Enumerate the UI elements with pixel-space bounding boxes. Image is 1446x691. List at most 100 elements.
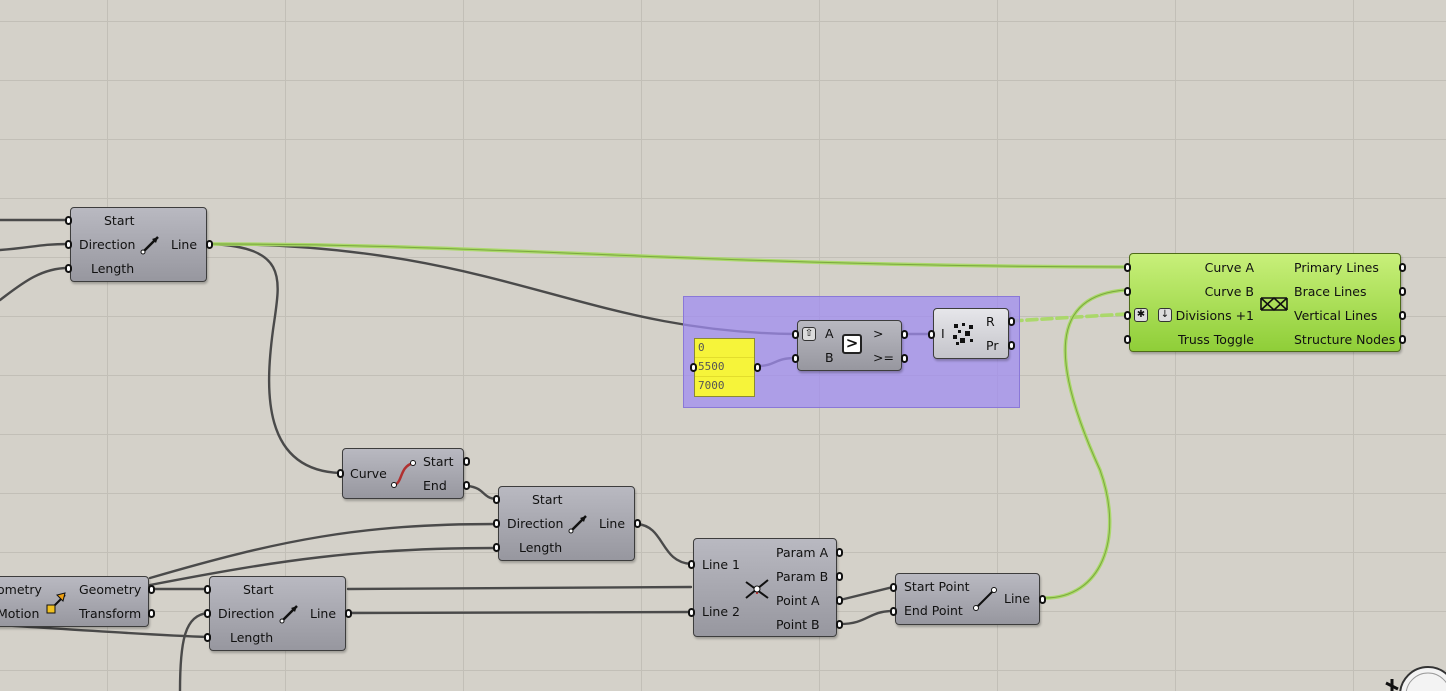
input-end-point: End Point xyxy=(904,603,963,618)
input-grip[interactable] xyxy=(493,519,500,528)
line-line-intersect-icon xyxy=(745,579,769,599)
input-start: Start xyxy=(243,582,274,597)
output-end: End xyxy=(423,478,447,493)
wire xyxy=(838,609,895,626)
line-sdl-component-2[interactable]: Start Direction Length Line xyxy=(498,486,635,561)
input-geometry: ometry xyxy=(0,582,42,597)
output-brace-lines: Brace Lines xyxy=(1294,284,1367,299)
input-line-1: Line 1 xyxy=(702,557,740,572)
wire-selected xyxy=(1043,288,1128,600)
output-point-b: Point B xyxy=(776,617,820,632)
input-grip[interactable] xyxy=(204,585,211,594)
output-pr: Pr xyxy=(986,338,999,353)
output-grip[interactable] xyxy=(206,240,213,249)
input-grip[interactable] xyxy=(337,469,344,478)
output-start: Start xyxy=(423,454,454,469)
curve-endpoints-component[interactable]: Curve Start End xyxy=(342,448,464,499)
output-grip[interactable] xyxy=(1008,317,1015,326)
transform-component[interactable]: ometry Motion Geometry Transform xyxy=(0,576,149,627)
input-grip[interactable] xyxy=(890,607,897,616)
wire xyxy=(346,610,693,615)
output-grip[interactable] xyxy=(1399,311,1406,320)
input-grip[interactable] xyxy=(690,363,697,372)
input-direction: Direction xyxy=(79,237,136,252)
input-line-2: Line 2 xyxy=(702,604,740,619)
output-grip[interactable] xyxy=(148,585,155,594)
flatten-icon[interactable]: ⇧ xyxy=(802,327,816,341)
output-grip[interactable] xyxy=(836,620,843,629)
output-geometry: Geometry xyxy=(79,582,142,597)
input-grip[interactable] xyxy=(1124,335,1131,344)
output-grip[interactable] xyxy=(345,609,352,618)
input-start: Start xyxy=(532,492,563,507)
input-grip[interactable] xyxy=(688,560,695,569)
larger-than-icon: > xyxy=(842,334,862,354)
simplify-icon[interactable]: ↓ xyxy=(1158,308,1172,322)
output-grip[interactable] xyxy=(1399,263,1406,272)
input-grip[interactable] xyxy=(688,608,695,617)
output-grip[interactable] xyxy=(148,609,155,618)
input-start: Start xyxy=(104,213,135,228)
input-grip[interactable] xyxy=(1124,287,1131,296)
input-grip[interactable] xyxy=(204,609,211,618)
output-line: Line xyxy=(599,516,626,531)
truss-component[interactable]: Curve A Curve B ✱ ↓ Divisions +1 Truss T… xyxy=(1129,253,1401,352)
wire xyxy=(0,266,70,302)
output-grip[interactable] xyxy=(836,596,843,605)
output-grip[interactable] xyxy=(1008,341,1015,350)
input-start-point: Start Point xyxy=(904,579,970,594)
output-grip[interactable] xyxy=(1039,595,1046,604)
input-grip[interactable] xyxy=(792,354,799,363)
input-grip[interactable] xyxy=(1124,311,1131,320)
random-reduce-component[interactable]: I R Pr xyxy=(933,308,1009,359)
input-grip[interactable] xyxy=(890,583,897,592)
input-grip[interactable] xyxy=(1124,263,1131,272)
input-curve-a: Curve A xyxy=(1204,260,1254,275)
input-grip[interactable] xyxy=(204,633,211,642)
input-grip[interactable] xyxy=(65,240,72,249)
input-grip[interactable] xyxy=(65,264,72,273)
input-length: Length xyxy=(230,630,274,645)
line-sdl-component-1[interactable]: Start Direction Length Line xyxy=(70,207,207,282)
output-grip[interactable] xyxy=(901,330,908,339)
input-grip[interactable] xyxy=(928,330,935,339)
yellow-panel[interactable]: 0 5500 7000 xyxy=(694,338,755,397)
random-icon xyxy=(953,323,973,345)
output-transform: Transform xyxy=(79,606,142,621)
line-sdl-icon xyxy=(140,236,159,255)
navigation-compass-icon[interactable] xyxy=(1384,661,1446,691)
input-grip[interactable] xyxy=(792,330,799,339)
input-grip[interactable] xyxy=(493,495,500,504)
output-point-a: Point A xyxy=(776,593,820,608)
output-grip[interactable] xyxy=(901,354,908,363)
output-grip[interactable] xyxy=(754,363,761,372)
wire xyxy=(0,242,70,252)
line-sdl-component-3[interactable]: Start Direction Length Line xyxy=(209,576,346,651)
line-two-point-component[interactable]: Start Point End Point Line xyxy=(895,573,1040,625)
output-grip[interactable] xyxy=(463,481,470,490)
output-grip[interactable] xyxy=(634,519,641,528)
input-direction: Direction xyxy=(218,606,275,621)
output-grip[interactable] xyxy=(463,457,470,466)
output-grip[interactable] xyxy=(836,572,843,581)
input-grip[interactable] xyxy=(65,216,72,225)
input-length: Length xyxy=(91,261,135,276)
input-grip[interactable] xyxy=(493,543,500,552)
graft-icon[interactable]: ✱ xyxy=(1134,308,1148,322)
wire xyxy=(178,611,210,691)
output-grip[interactable] xyxy=(1399,287,1406,296)
input-b: B xyxy=(825,350,834,365)
output-line: Line xyxy=(310,606,337,621)
output-line: Line xyxy=(1004,591,1031,606)
output-line: Line xyxy=(171,237,198,252)
panel-value: 0 xyxy=(695,339,754,358)
larger-than-component[interactable]: ⇧ A B > > >= xyxy=(797,320,902,371)
wire xyxy=(466,484,498,501)
output-grip[interactable] xyxy=(1399,335,1406,344)
line-line-intersection-component[interactable]: Line 1 Line 2 Param A Param B Point A Po… xyxy=(693,538,837,637)
output-structure-nodes: Structure Nodes xyxy=(1294,332,1396,347)
output-r: R xyxy=(986,314,995,329)
panel-value: 7000 xyxy=(698,379,725,392)
wire-selected xyxy=(210,242,1128,269)
output-grip[interactable] xyxy=(836,548,843,557)
